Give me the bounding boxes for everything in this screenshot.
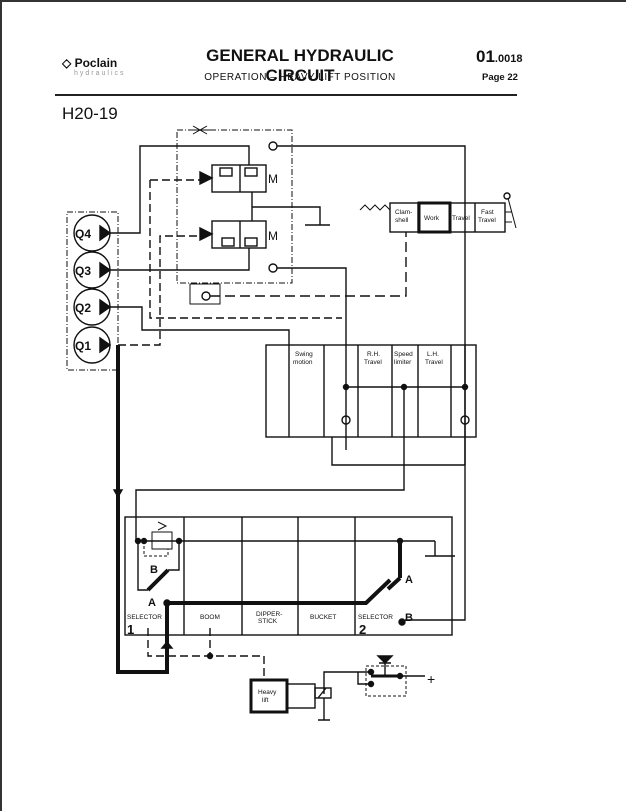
figure-id: H20-19: [62, 104, 118, 123]
check-valve-icon: [201, 291, 211, 301]
selector1-number: 1: [127, 622, 134, 637]
bank-label-rh: R.H.: [367, 351, 380, 358]
pump-group-box: [66, 211, 119, 371]
mode-selector-switch: [359, 192, 517, 234]
bank-label-swing-2: motion: [293, 359, 313, 366]
port-b1-label: B: [150, 564, 158, 576]
bank-label-speed-2: limiter: [394, 359, 412, 366]
selector2-number: 2: [359, 622, 366, 637]
code-main: 01: [476, 47, 495, 66]
pump-q1: [73, 326, 112, 364]
lower-directional-valve: [211, 220, 267, 249]
bank-label-bucket: BUCKET: [310, 614, 336, 621]
heavy-lift-solenoid-valve: [249, 678, 289, 714]
code-sub: .0018: [494, 53, 523, 65]
bank-label-dipper: DIPPER-: [256, 611, 282, 618]
header-rule: [55, 94, 517, 96]
bank-label-lh-2: Travel: [425, 359, 443, 366]
switch-label-clamshell: Clam-: [395, 209, 412, 216]
port-a1-label: A: [148, 597, 156, 609]
upper-control-valve-bank: [135, 344, 477, 540]
document-code: 01.0018: [476, 47, 522, 67]
check-valve-icon: [268, 263, 278, 273]
check-valve-icon: [268, 141, 278, 151]
switch-label-fast-2: Travel: [478, 217, 496, 224]
pump-label: Q1: [75, 339, 91, 353]
lower-control-valve-bank: [124, 516, 455, 636]
logo-subtext: hydraulics: [74, 70, 126, 77]
bank-label-boom: BOOM: [200, 614, 220, 621]
pump-label: Q2: [75, 301, 91, 315]
heavy-lift-label-2: lift: [262, 697, 269, 704]
logo-text: Poclain: [74, 56, 118, 70]
pump-label: Q3: [75, 264, 91, 278]
valve-spring-label: M: [268, 229, 278, 243]
bank-label-speed: Speed: [394, 351, 413, 358]
heavy-lift-label: Heavy: [258, 689, 277, 696]
switch-label-work: Work: [424, 215, 440, 222]
bank-label-rh-2: Travel: [364, 359, 382, 366]
bank-label-selector1: SELECTOR: [127, 614, 162, 621]
switch-label-fast: Fast: [481, 209, 494, 216]
work-position-active: [417, 201, 452, 234]
bank-label-lh: L.H.: [427, 351, 439, 358]
bank-label-dipper-2: STICK: [258, 618, 278, 625]
document-title: GENERAL HYDRAULIC CIRCUIT: [206, 46, 394, 85]
bank-label-swing: Swing: [295, 351, 313, 358]
positive-terminal-label: +: [427, 671, 435, 687]
document-subtitle: OPERATION – HEAVY LIFT POSITION: [204, 72, 396, 83]
switch-label-clamshell-2: shell: [395, 217, 409, 224]
port-b2-label: B: [405, 612, 413, 624]
upper-directional-valve: [211, 164, 267, 193]
heavy-lift-push-switch: [357, 655, 425, 697]
heavy-lift-flow-path: [116, 345, 392, 674]
bank-label-selector2: SELECTOR: [358, 614, 393, 621]
port-a2-label: A: [405, 574, 413, 586]
pump-label: Q4: [75, 227, 91, 241]
valve-spring-label: M: [268, 172, 278, 186]
page-number: Page 22: [482, 72, 518, 83]
switch-label-travel: Travel: [452, 215, 470, 222]
